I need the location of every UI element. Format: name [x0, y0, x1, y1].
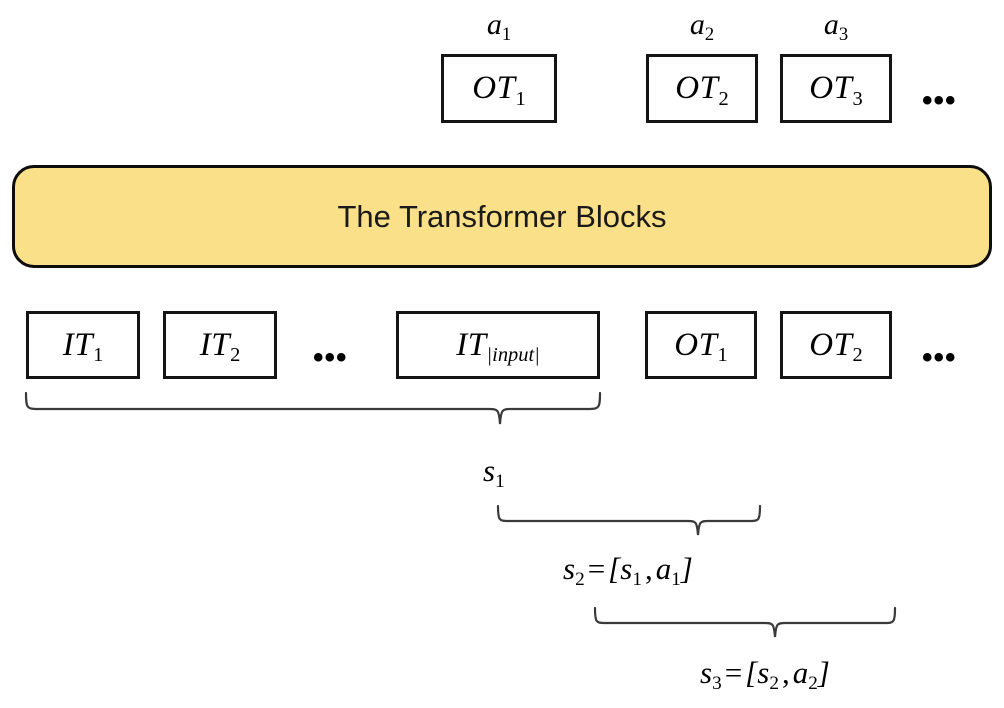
transformer-blocks-label: The Transformer Blocks	[337, 198, 667, 234]
transformer-blocks-banner[interactable]: The Transformer Blocks	[12, 165, 992, 268]
input-row-ellipsis-end: •••	[922, 341, 957, 374]
input-token-box-1[interactable]: IT1	[26, 311, 140, 379]
output-token-label-3: OT3	[809, 70, 863, 110]
output-token-box-3[interactable]: OT3	[780, 54, 892, 123]
action-label-a2: a2	[689, 8, 715, 45]
state-label-3: s3=[s2,a2]	[700, 655, 830, 695]
input-row-ellipsis-mid: •••	[313, 341, 348, 374]
brace-state-1	[24, 391, 602, 425]
input-row-output-token-box-1[interactable]: OT1	[645, 311, 757, 379]
brace-state-2	[496, 504, 762, 536]
input-token-box-2[interactable]: IT2	[163, 311, 277, 379]
output-row-ellipsis: •••	[922, 84, 957, 117]
output-token-box-2[interactable]: OT2	[646, 54, 758, 123]
output-token-label-1: OT1	[472, 70, 526, 110]
input-token-box-last[interactable]: IT|input|	[396, 311, 600, 379]
state-label-1: s1	[483, 453, 505, 493]
output-token-box-1[interactable]: OT1	[441, 54, 557, 123]
state-label-2: s2=[s1,a1]	[563, 551, 693, 591]
input-token-label-1: IT1	[62, 326, 104, 367]
input-row-output-token-label-1: OT1	[674, 326, 728, 367]
input-token-label-2: IT2	[199, 326, 241, 367]
input-token-label-last: IT|input|	[456, 326, 540, 367]
action-label-a1: a1	[486, 8, 512, 45]
input-row-output-token-label-2: OT2	[809, 326, 863, 367]
input-row-output-token-box-2[interactable]: OT2	[780, 311, 892, 379]
brace-state-3	[593, 606, 897, 638]
output-token-label-2: OT2	[675, 70, 729, 110]
action-label-a3: a3	[823, 8, 849, 45]
